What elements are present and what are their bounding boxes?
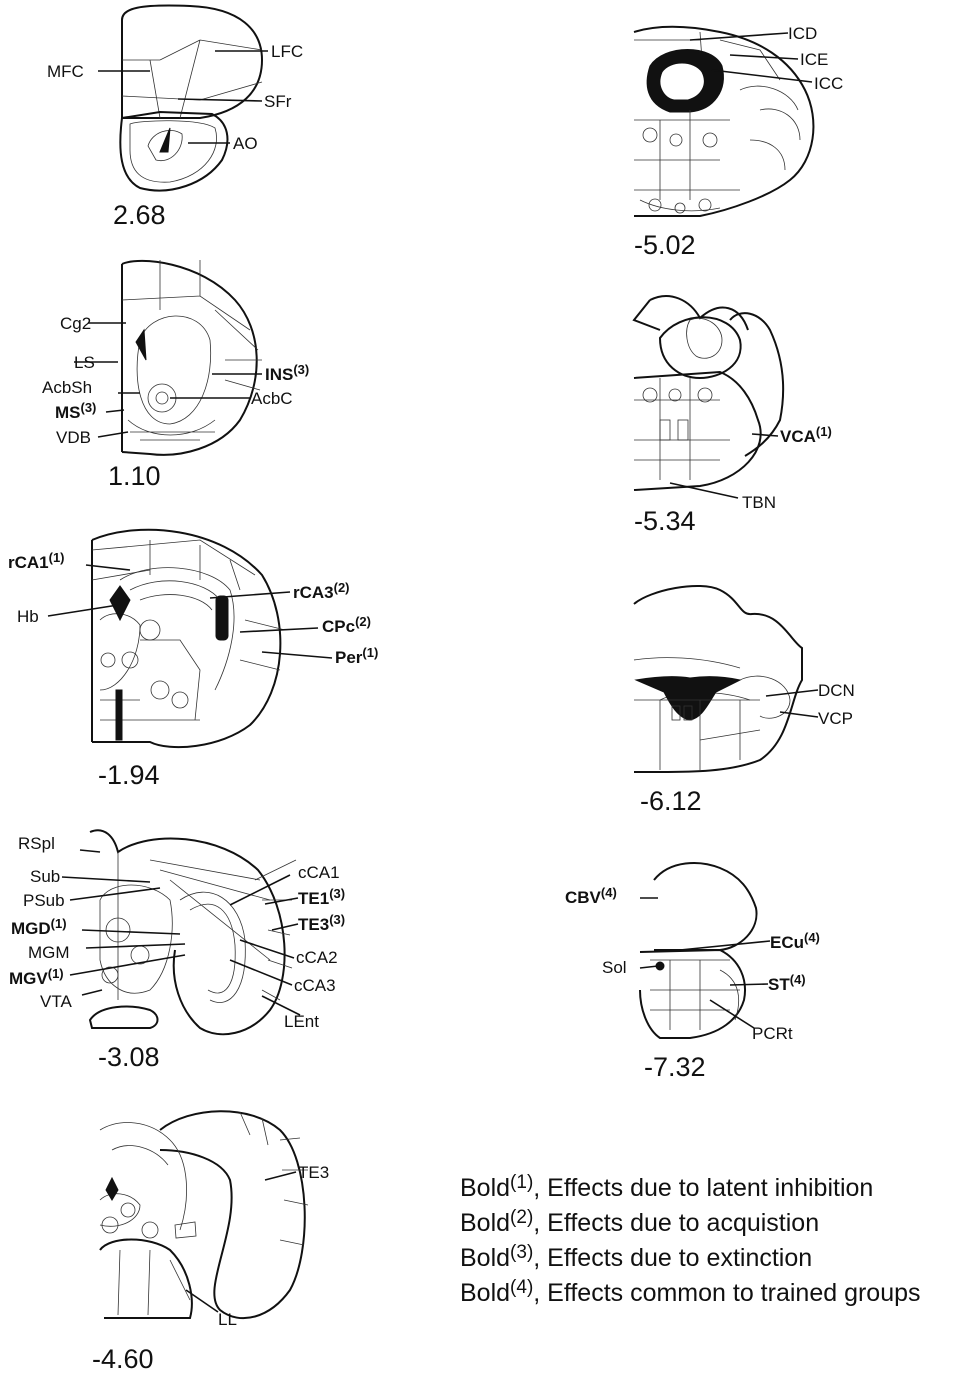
legend-entry: Bold(3), Effects due to extinction (460, 1242, 812, 1272)
label: DCN (818, 681, 855, 700)
section-minus-1-94: rCA1(1) Hb rCA3(2) CPc(2) Per(1) -1.94 (8, 528, 378, 790)
section-minus-3-08: RSpl Sub PSub MGD(1) MGM MGV(1) VTA cCA1… (9, 829, 345, 1072)
label: AcbC (251, 389, 293, 408)
label: ECu(4) (770, 930, 820, 952)
coordinate: -7.32 (644, 1052, 706, 1082)
label: cCA3 (294, 976, 336, 995)
label: TBN (742, 493, 776, 512)
label: Sub (30, 867, 60, 886)
label: MGV(1) (9, 966, 64, 988)
coordinate: -5.34 (634, 506, 696, 536)
section-2-68: MFC LFC SFr AO 2.68 (47, 4, 303, 230)
label: ST(4) (768, 972, 806, 994)
label: TE1(3) (298, 886, 345, 908)
label: PCRt (752, 1024, 793, 1043)
label: ICC (814, 74, 843, 93)
label: MGD(1) (11, 916, 67, 938)
label: RSpl (18, 834, 55, 853)
section-minus-6-12: DCN VCP -6.12 (633, 584, 855, 816)
coordinate: -6.12 (640, 786, 702, 816)
label: AcbSh (42, 378, 92, 397)
legend-entry: Bold(1), Effects due to latent inhibitio… (460, 1172, 873, 1202)
coordinate: -4.60 (92, 1344, 154, 1374)
label: MS(3) (55, 400, 96, 422)
label: LFC (271, 42, 303, 61)
label: VCA(1) (780, 424, 832, 446)
label: cCA1 (298, 863, 340, 882)
label: Cg2 (60, 314, 91, 333)
label: VDB (56, 428, 91, 447)
label: LL (218, 1310, 237, 1329)
label: LEnt (284, 1012, 319, 1031)
label: ICD (788, 24, 817, 43)
label: rCA3(2) (293, 580, 350, 602)
label: CBV(4) (565, 885, 617, 907)
legend-entry: Bold(4), Effects common to trained group… (460, 1277, 921, 1307)
label: Hb (17, 607, 39, 626)
coordinate: -1.94 (98, 760, 160, 790)
label: SFr (264, 92, 292, 111)
label: MFC (47, 62, 84, 81)
coordinate: -5.02 (634, 230, 696, 260)
label: VTA (40, 992, 72, 1011)
label: rCA1(1) (8, 550, 65, 572)
legend-entry: Bold(2), Effects due to acquistion (460, 1207, 819, 1237)
section-minus-5-02: ICD ICE ICC -5.02 (633, 24, 843, 260)
section-minus-7-32: CBV(4) ECu(4) Sol ST(4) PCRt -7.32 (565, 862, 820, 1082)
label: TE3(3) (298, 912, 345, 934)
section-1-10: Cg2 LS AcbSh MS(3) VDB INS(3) AcbC 1.10 (42, 259, 309, 491)
label: CPc(2) (322, 614, 371, 636)
label: TE3 (298, 1163, 329, 1182)
section-minus-4-60: TE3 LL -4.60 (92, 1110, 329, 1374)
label: MGM (28, 943, 70, 962)
coordinate: 1.10 (108, 461, 161, 491)
label: PSub (23, 891, 65, 910)
label: LS (74, 353, 95, 372)
label: INS(3) (265, 362, 309, 384)
label: AO (233, 134, 258, 153)
label: cCA2 (296, 948, 338, 967)
legend: Bold(1), Effects due to latent inhibitio… (460, 1172, 921, 1307)
section-minus-5-34: VCA(1) TBN -5.34 (632, 295, 832, 536)
coordinate: 2.68 (113, 200, 166, 230)
label: Per(1) (335, 645, 378, 667)
label: VCP (818, 709, 853, 728)
label: ICE (800, 50, 828, 69)
coordinate: -3.08 (98, 1042, 160, 1072)
label: Sol (602, 958, 627, 977)
